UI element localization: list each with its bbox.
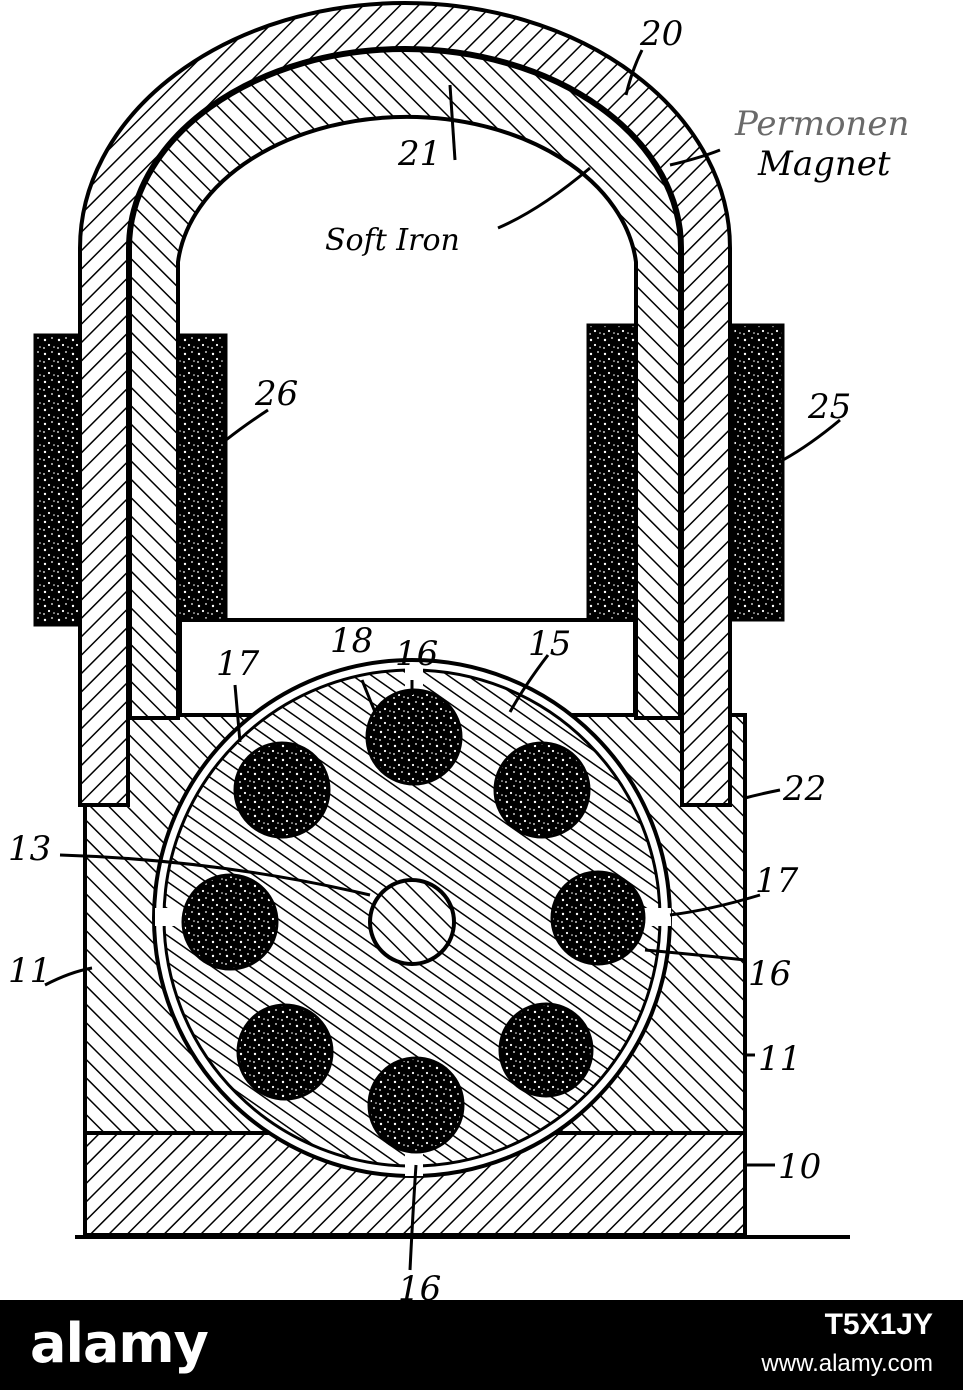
coil-right bbox=[586, 323, 785, 622]
soft-iron-core bbox=[128, 48, 682, 720]
rotor-bar bbox=[365, 688, 463, 786]
watermark-banner: alamy T5X1JY www.alamy.com bbox=[0, 1300, 963, 1390]
rotor-bar bbox=[181, 873, 279, 971]
rotor-bars bbox=[181, 688, 646, 1154]
shaft bbox=[368, 878, 456, 966]
rotor-bar bbox=[367, 1056, 465, 1154]
label-20: 20 bbox=[639, 14, 683, 54]
rotor-bar bbox=[493, 741, 591, 839]
rotor-bar bbox=[233, 741, 331, 839]
label-26: 26 bbox=[254, 374, 298, 414]
label-17-right: 17 bbox=[755, 861, 799, 901]
label-10: 10 bbox=[778, 1147, 821, 1187]
label-13: 13 bbox=[8, 829, 51, 869]
label-permanent-magnet-line2: Magnet bbox=[757, 144, 891, 184]
coil-left bbox=[33, 333, 228, 627]
label-22: 22 bbox=[782, 769, 826, 809]
brand-logo: alamy bbox=[30, 1312, 209, 1375]
label-25: 25 bbox=[807, 387, 851, 427]
label-11-right: 11 bbox=[758, 1039, 801, 1079]
label-16-top: 16 bbox=[395, 634, 438, 674]
label-16-right: 16 bbox=[748, 954, 791, 994]
label-soft-iron: Soft Iron bbox=[325, 223, 460, 258]
label-21: 21 bbox=[397, 134, 441, 174]
leader-lines bbox=[44, 49, 841, 1271]
image-id: T5X1JY bbox=[824, 1308, 933, 1341]
label-17-left: 17 bbox=[216, 644, 260, 684]
label-18: 18 bbox=[330, 621, 373, 661]
label-permanent-magnet-line1: Permonen bbox=[734, 104, 909, 144]
site-url: www.alamy.com bbox=[761, 1350, 933, 1377]
label-16-bottom: 16 bbox=[398, 1269, 441, 1300]
rotor-bar bbox=[498, 1002, 594, 1098]
rotor-bar bbox=[236, 1003, 334, 1101]
label-15: 15 bbox=[528, 624, 571, 664]
patent-drawing: 20 Permonen Magnet 21 Soft Iron 26 25 18… bbox=[8, 1, 909, 1300]
rotor-bar bbox=[550, 870, 646, 966]
label-11-left: 11 bbox=[8, 951, 51, 991]
